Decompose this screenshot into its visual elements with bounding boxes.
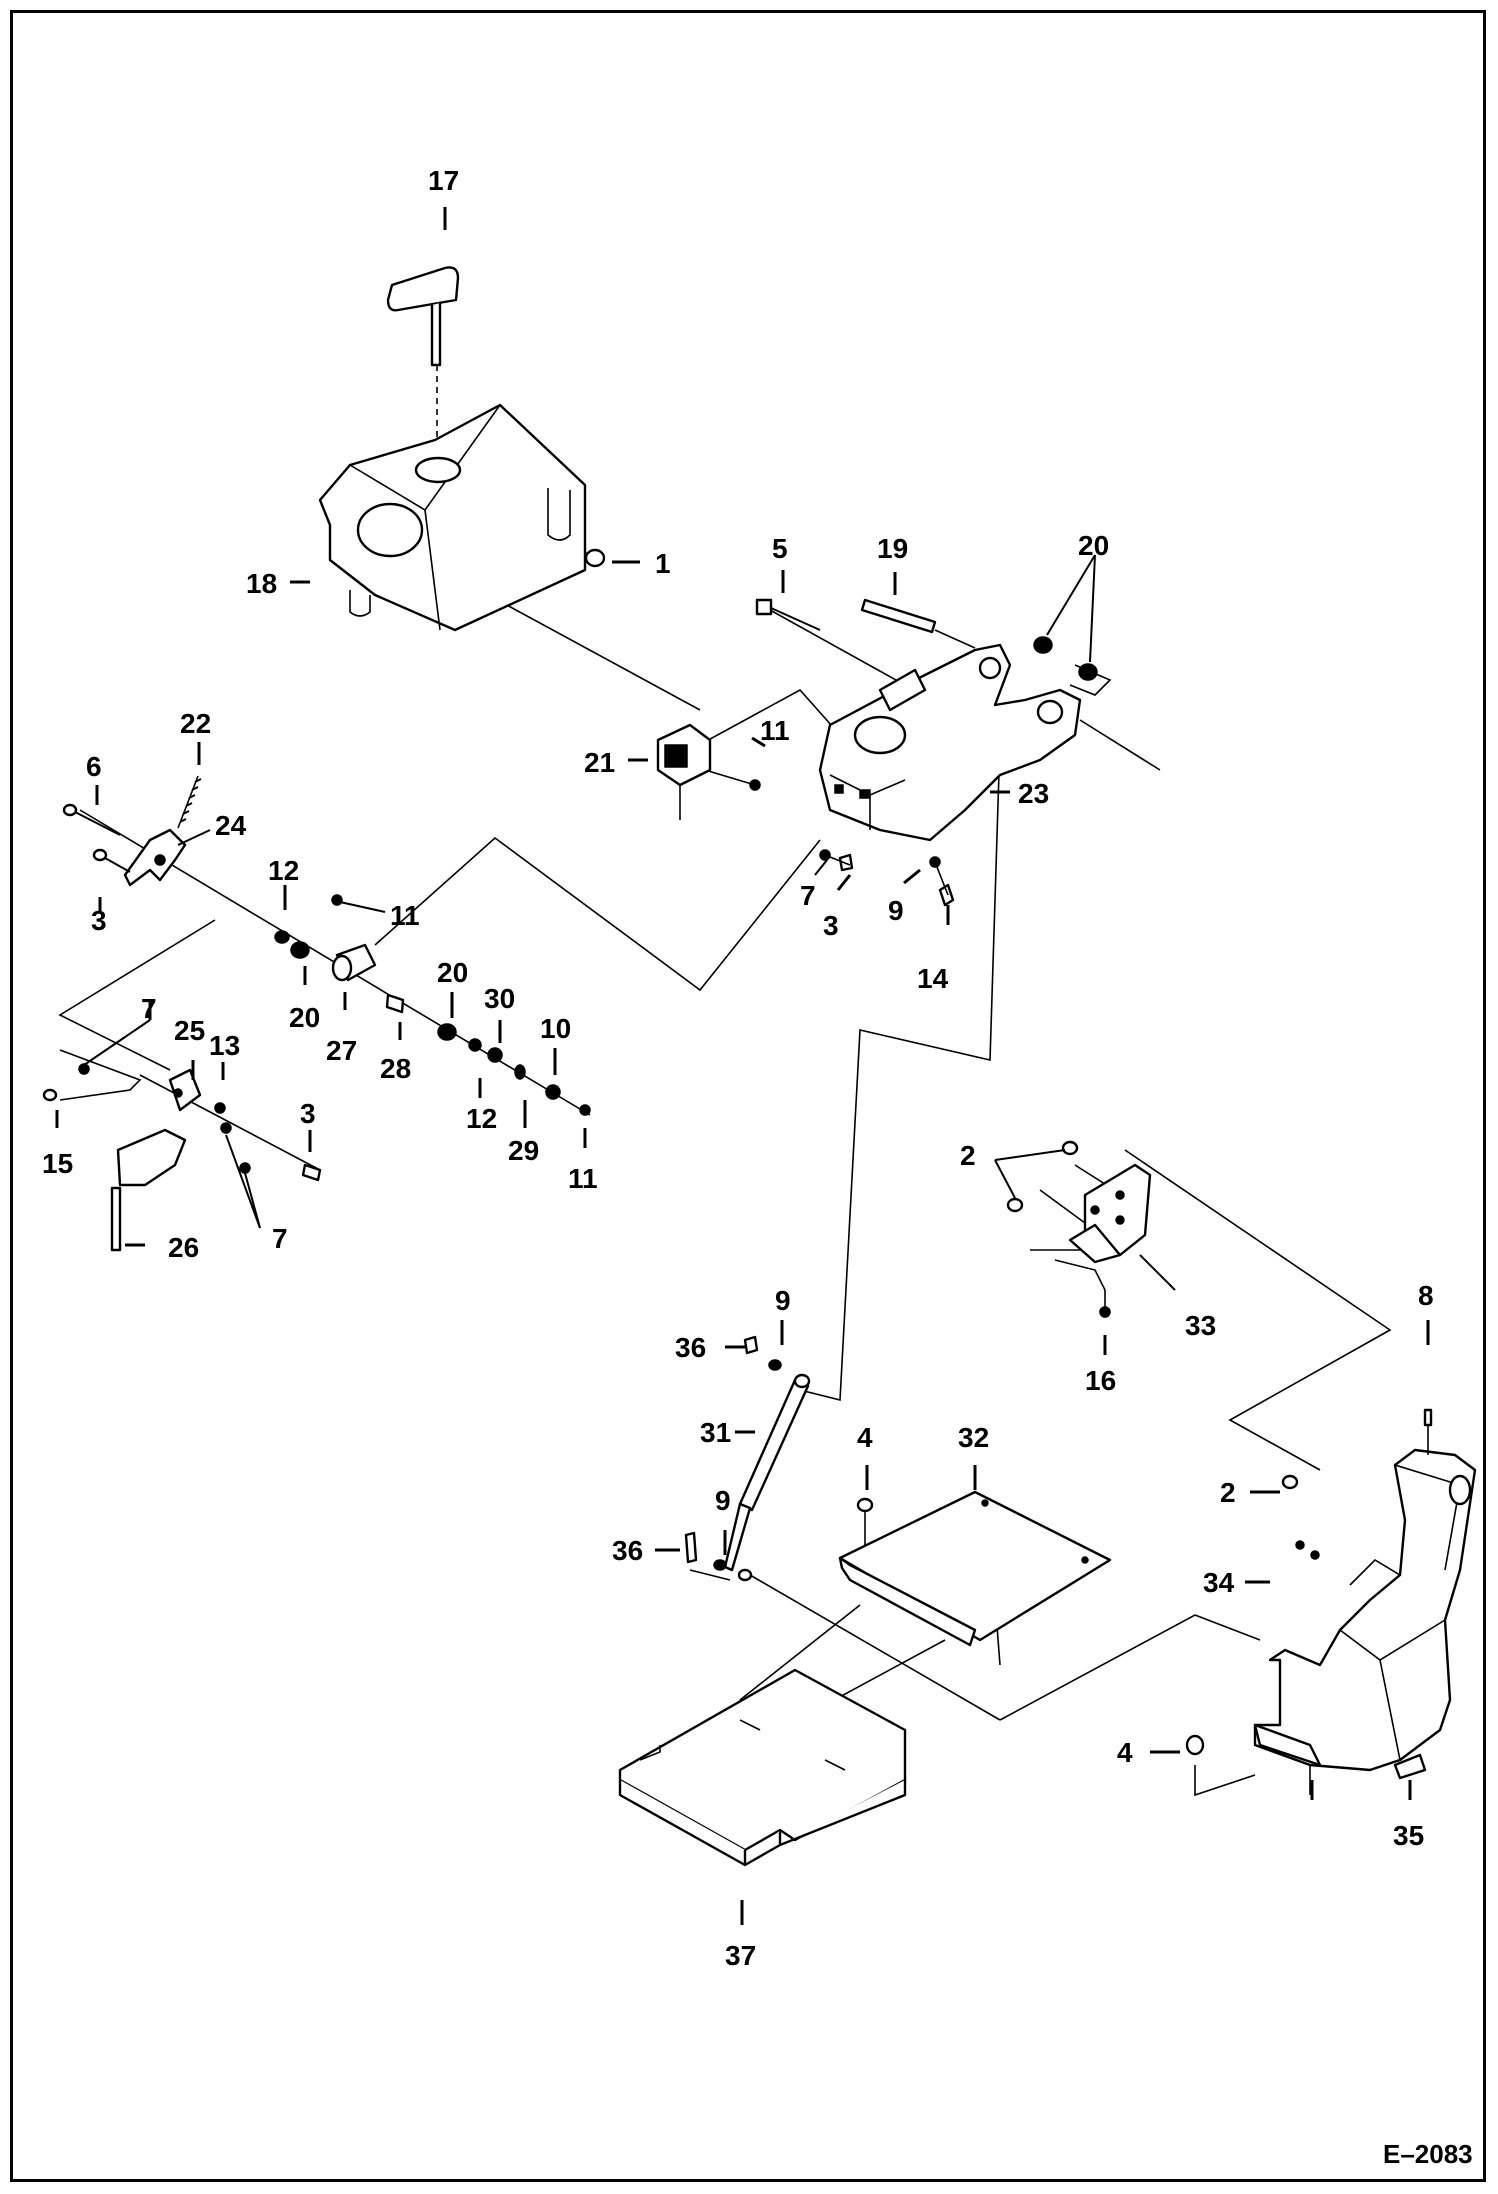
part-31-gas-strut — [723, 1373, 811, 1582]
callout-12-top: 12 — [268, 855, 299, 886]
part-17-handle — [386, 266, 460, 367]
callout-18: 18 — [246, 568, 277, 599]
callout-11-bottom: 11 — [568, 1163, 598, 1194]
part-37-mat — [618, 1668, 907, 1867]
part-23-bracket — [818, 643, 1082, 842]
part-36-9-fasteners — [684, 1335, 782, 1571]
callout-7-lower: 7 — [272, 1223, 288, 1254]
callout-20-right: 20 — [437, 957, 468, 988]
callout-9-mid: 9 — [775, 1285, 791, 1316]
callout-20-mid: 20 — [289, 1002, 320, 1033]
callout-3-left: 3 — [91, 905, 107, 936]
assembly-lines — [58, 365, 1392, 1797]
callout-11-mid: 11 — [390, 900, 420, 931]
callout-24: 24 — [215, 810, 247, 841]
callout-35: 35 — [1393, 1820, 1424, 1851]
part-3-bolt-left — [92, 848, 131, 873]
callout-37: 37 — [725, 1940, 756, 1971]
part-19-pin — [860, 598, 937, 634]
callout-11-top: 11 — [760, 715, 790, 746]
callout-16: 16 — [1085, 1365, 1116, 1396]
callout-8: 8 — [1418, 1280, 1434, 1311]
callout-29: 29 — [508, 1135, 539, 1166]
part-32-plate — [838, 1490, 1112, 1647]
part-7-3-washer-bolt-upper — [819, 849, 854, 872]
callout-7-left: 7 — [141, 993, 157, 1024]
part-34-pedestal — [1185, 1408, 1477, 1780]
callout-2-right: 2 — [1220, 1477, 1236, 1508]
callout-22: 22 — [180, 708, 211, 739]
callout-36-bottom: 36 — [612, 1535, 643, 1566]
callout-9-top: 9 — [888, 895, 904, 926]
callout-9-bottom: 9 — [715, 1485, 731, 1516]
callout-4-top: 4 — [857, 1422, 873, 1453]
callout-2-top: 2 — [960, 1140, 976, 1171]
callout-10: 10 — [540, 1013, 571, 1044]
callout-13: 13 — [209, 1030, 240, 1061]
callout-23: 23 — [1018, 778, 1049, 809]
callout-31: 31 — [700, 1417, 731, 1448]
callout-5: 5 — [772, 533, 788, 564]
callout-34: 34 — [1203, 1567, 1235, 1598]
part-33-plate — [1006, 1140, 1152, 1318]
callout-36-top: 36 — [675, 1332, 706, 1363]
leader-lines — [55, 207, 1430, 1925]
part-22-spring — [177, 775, 202, 829]
callout-labels: 17 18 1 5 19 20 11 21 23 22 6 24 3 12 11… — [42, 165, 1434, 1971]
part-7-washers-lower — [78, 1063, 251, 1174]
part-6-bolt — [62, 803, 121, 836]
part-18-console-cover — [318, 403, 587, 632]
callout-21: 21 — [584, 747, 615, 778]
callout-3-lower: 3 — [300, 1098, 316, 1129]
part-20-bushings-upper — [1033, 636, 1112, 696]
callout-15: 15 — [42, 1148, 73, 1179]
part-3-bolt-lower — [301, 1163, 322, 1182]
callout-30: 30 — [484, 983, 515, 1014]
callout-3-mid: 3 — [823, 910, 839, 941]
callout-4-bottom: 4 — [1117, 1737, 1133, 1768]
callout-26: 26 — [168, 1232, 199, 1263]
callout-17: 17 — [428, 165, 459, 196]
callout-12-mid: 12 — [466, 1103, 497, 1134]
callout-27: 27 — [326, 1035, 357, 1066]
callout-19: 19 — [877, 533, 908, 564]
callout-20-top: 20 — [1078, 530, 1109, 561]
part-15-bolt — [42, 1088, 58, 1102]
callout-14: 14 — [917, 963, 949, 994]
callout-33: 33 — [1185, 1310, 1216, 1341]
shaft-parts — [274, 894, 591, 1116]
callout-25: 25 — [174, 1015, 205, 1046]
part-24-lever — [123, 828, 187, 887]
callout-1: 1 — [655, 548, 671, 579]
callout-7-top: 7 — [800, 880, 816, 911]
callout-6: 6 — [86, 751, 102, 782]
callout-28: 28 — [380, 1053, 411, 1084]
part-13-washer — [214, 1102, 226, 1114]
part-26-pin — [110, 1186, 122, 1252]
part-25-lever — [116, 1068, 202, 1187]
figure-code: E–2083 — [1383, 2139, 1473, 2169]
part-5-bolt — [755, 598, 821, 631]
part-1-bolt — [584, 548, 606, 568]
part-21-switch — [656, 723, 761, 791]
callout-32: 32 — [958, 1422, 989, 1453]
part-9-14-washer-bolt — [929, 856, 955, 907]
